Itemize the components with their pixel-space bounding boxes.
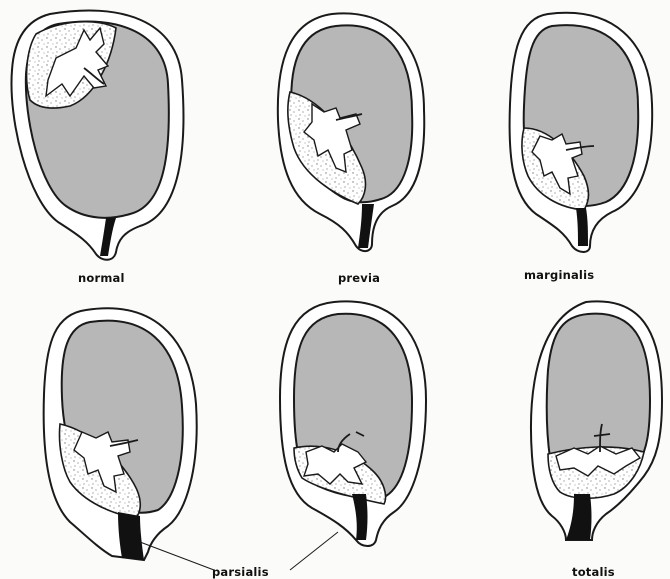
uterus-totalis xyxy=(531,301,662,540)
uterus-parsialis-1 xyxy=(44,308,197,560)
label-previa: previa xyxy=(338,271,380,285)
label-parsialis: parsialis xyxy=(212,565,269,579)
leader-line-left xyxy=(140,542,214,570)
label-totalis: totalis xyxy=(572,565,615,579)
uterus-normal xyxy=(11,10,183,259)
uterus-parsialis-2 xyxy=(280,301,426,546)
label-normal: normal xyxy=(78,271,125,285)
leader-line-right xyxy=(290,532,338,570)
uterus-marginalis xyxy=(510,13,653,252)
label-marginalis: marginalis xyxy=(524,268,594,282)
uterus-previa xyxy=(278,13,424,251)
amniotic-cavity xyxy=(547,314,650,462)
